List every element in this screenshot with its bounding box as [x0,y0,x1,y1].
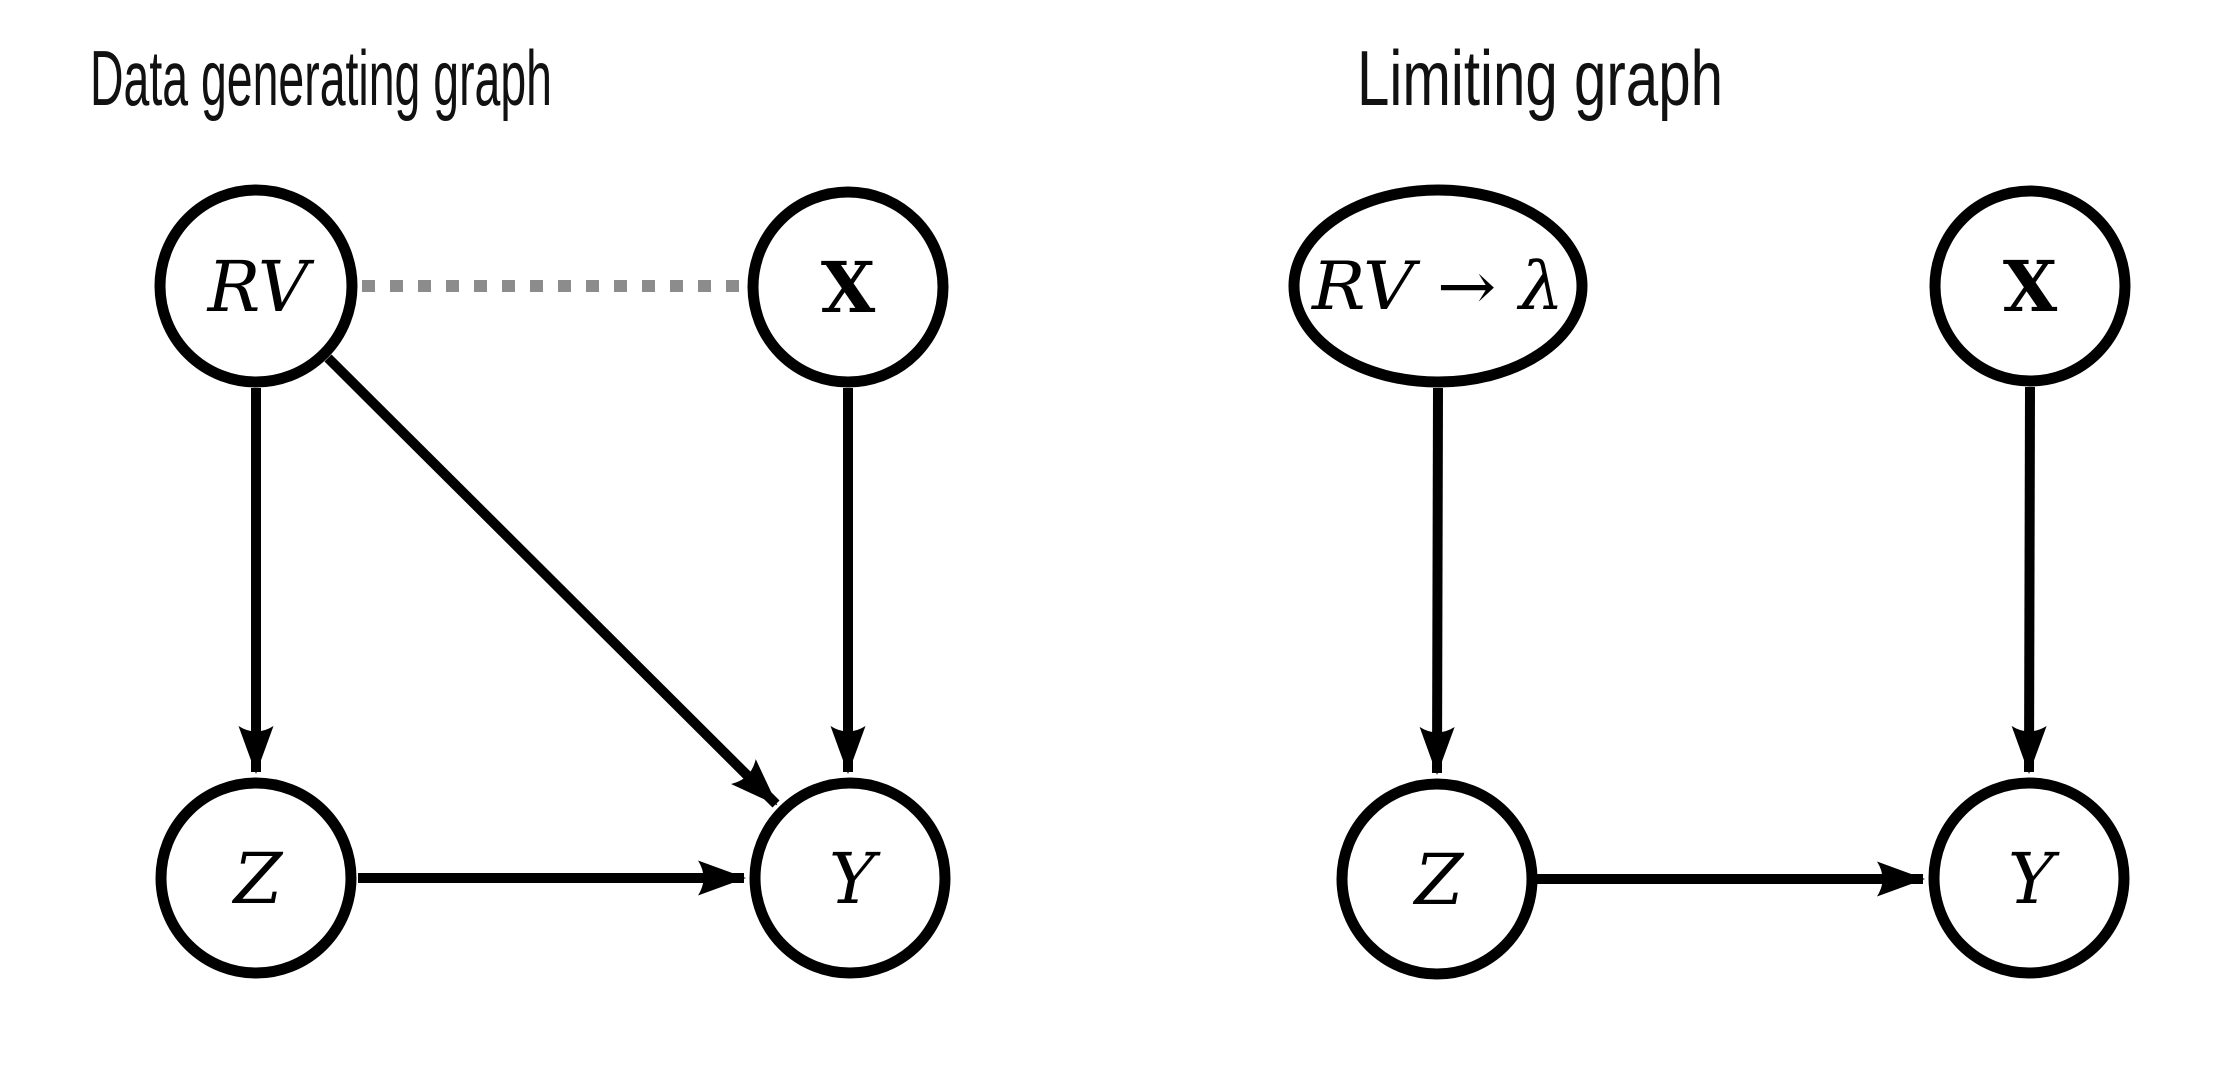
node-y-right: Y [1928,777,2130,979]
node-rv: RV [154,184,358,388]
right-graph-title: Limiting graph [1357,34,1723,122]
node-rv-label: RV [206,246,315,328]
node-z-right-circle [1336,778,1538,980]
left-graph: Data generating graph RV X Z [90,34,951,979]
edge-rvlambda-z-arrow [1419,387,1455,775]
node-z: Z [155,777,357,979]
left-graph-title: Data generating graph [90,34,552,122]
node-x-circle [747,186,949,388]
node-x-right: X [1929,185,2131,387]
node-y-right-label: Y [2008,838,2060,920]
node-y: Y [749,777,951,979]
node-rv-lambda: RV → λ [1288,184,1588,388]
node-z-right: Z [1336,778,1538,980]
node-z-label: Z [232,838,284,920]
node-y-circle [749,777,951,979]
node-x: X [747,186,949,388]
node-y-right-circle [1928,777,2130,979]
node-x-label: X [821,246,876,329]
edge-rv-y-arrow [324,354,780,808]
node-rv-circle [154,184,358,388]
node-rv-lambda-label: RV → λ [1311,248,1564,325]
node-z-right-label: Z [1413,839,1465,921]
node-y-label: Y [829,838,881,920]
right-graph: Limiting graph RV → λ X Z Y [1288,34,2131,980]
node-x-right-circle [1929,185,2131,387]
node-x-right-label: X [2003,245,2058,328]
node-rv-lambda-ellipse [1288,184,1588,388]
edge-x-y-arrow-right [2011,386,2047,774]
node-z-circle [155,777,357,979]
